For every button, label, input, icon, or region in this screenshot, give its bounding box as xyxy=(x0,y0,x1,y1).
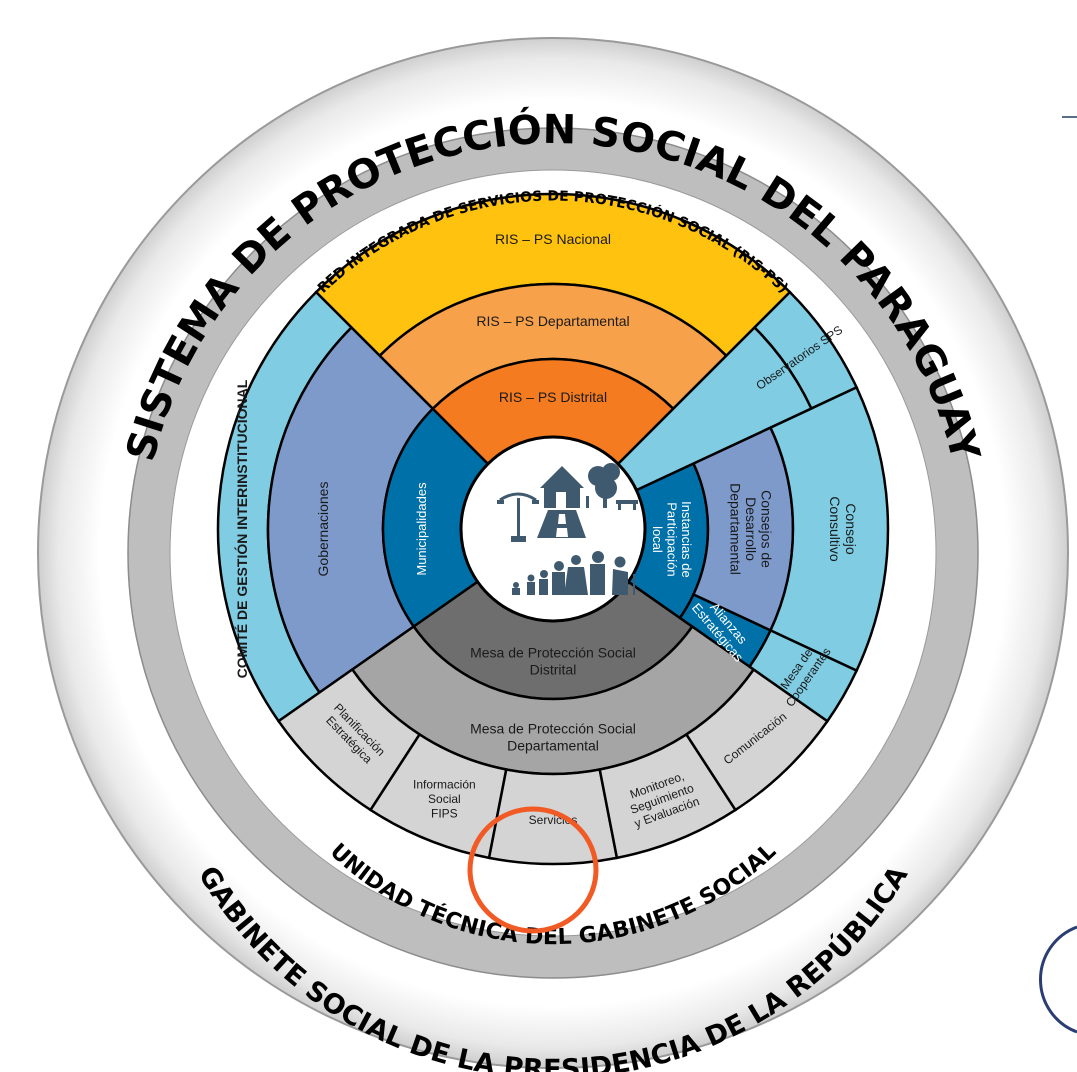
municipalidades-label-line: Municipalidades xyxy=(414,482,429,576)
servicios-highlight-ring xyxy=(467,806,599,934)
instancias-label: Instancias deParticipaciónlocal xyxy=(650,501,694,578)
informacion-label-line: Social xyxy=(428,792,461,806)
mesa-distrital-label-line: Mesa de Protección Social xyxy=(470,645,636,661)
municipalidades-label: Municipalidades xyxy=(414,482,429,576)
comite-label-line: COMITÉ DE GESTIÓN INTERINSTITUCIONAL xyxy=(233,379,250,678)
consejo-consultivo-segment xyxy=(768,385,890,673)
gobernaciones-label: Gobernaciones xyxy=(315,482,331,577)
ris-departamental-label-line: RIS – PS Departamental xyxy=(476,313,629,329)
mesa-departamental-label-line: Departamental xyxy=(507,737,599,753)
sector-group xyxy=(216,192,890,866)
ris-distrital-label: RIS – PS Distrital xyxy=(499,389,607,405)
mesa-cooperantes-segment xyxy=(747,628,859,723)
consejo-consultivo-label: ConsejoConsultivo xyxy=(827,496,859,562)
mesa-departamental-label-line: Mesa de Protección Social xyxy=(470,721,636,737)
monitoreo-label: Monitoreo,Seguimientoy Evaluación xyxy=(623,767,702,830)
consejos-desarrollo-label: Consejos deDesarrolloDepartamental xyxy=(727,483,774,575)
consejo-consultivo-label-line: Consultivo xyxy=(827,496,843,562)
gobernaciones-label-line: Gobernaciones xyxy=(315,482,331,577)
mesa-distrital-label-line: Distrital xyxy=(530,661,577,677)
instancias-label-line: Participación xyxy=(665,502,680,576)
consejos-desarrollo-label-line: Desarrollo xyxy=(743,497,759,561)
consejos-desarrollo-label-line: Consejos de xyxy=(759,490,775,568)
ris-nacional-label: RIS – PS Nacional xyxy=(495,231,611,247)
edge-partial-ring xyxy=(1038,925,1077,1034)
ris-nacional-label-line: RIS – PS Nacional xyxy=(495,231,611,247)
consejo-consultivo-label-line: Consejo xyxy=(843,503,859,555)
informacion-label-line: Información xyxy=(413,777,476,791)
instancias-label-line: Instancias de xyxy=(679,501,694,578)
comite-label: COMITÉ DE GESTIÓN INTERINSTITUCIONAL xyxy=(233,379,250,678)
instancias-label-line: local xyxy=(650,526,665,553)
ris-departamental-label: RIS – PS Departamental xyxy=(476,313,629,329)
community-people-icon xyxy=(497,463,638,595)
consejos-desarrollo-label-line: Departamental xyxy=(727,483,743,575)
ris-distrital-label-line: RIS – PS Distrital xyxy=(499,389,607,405)
informacion-label-line: FIPS xyxy=(431,806,458,820)
